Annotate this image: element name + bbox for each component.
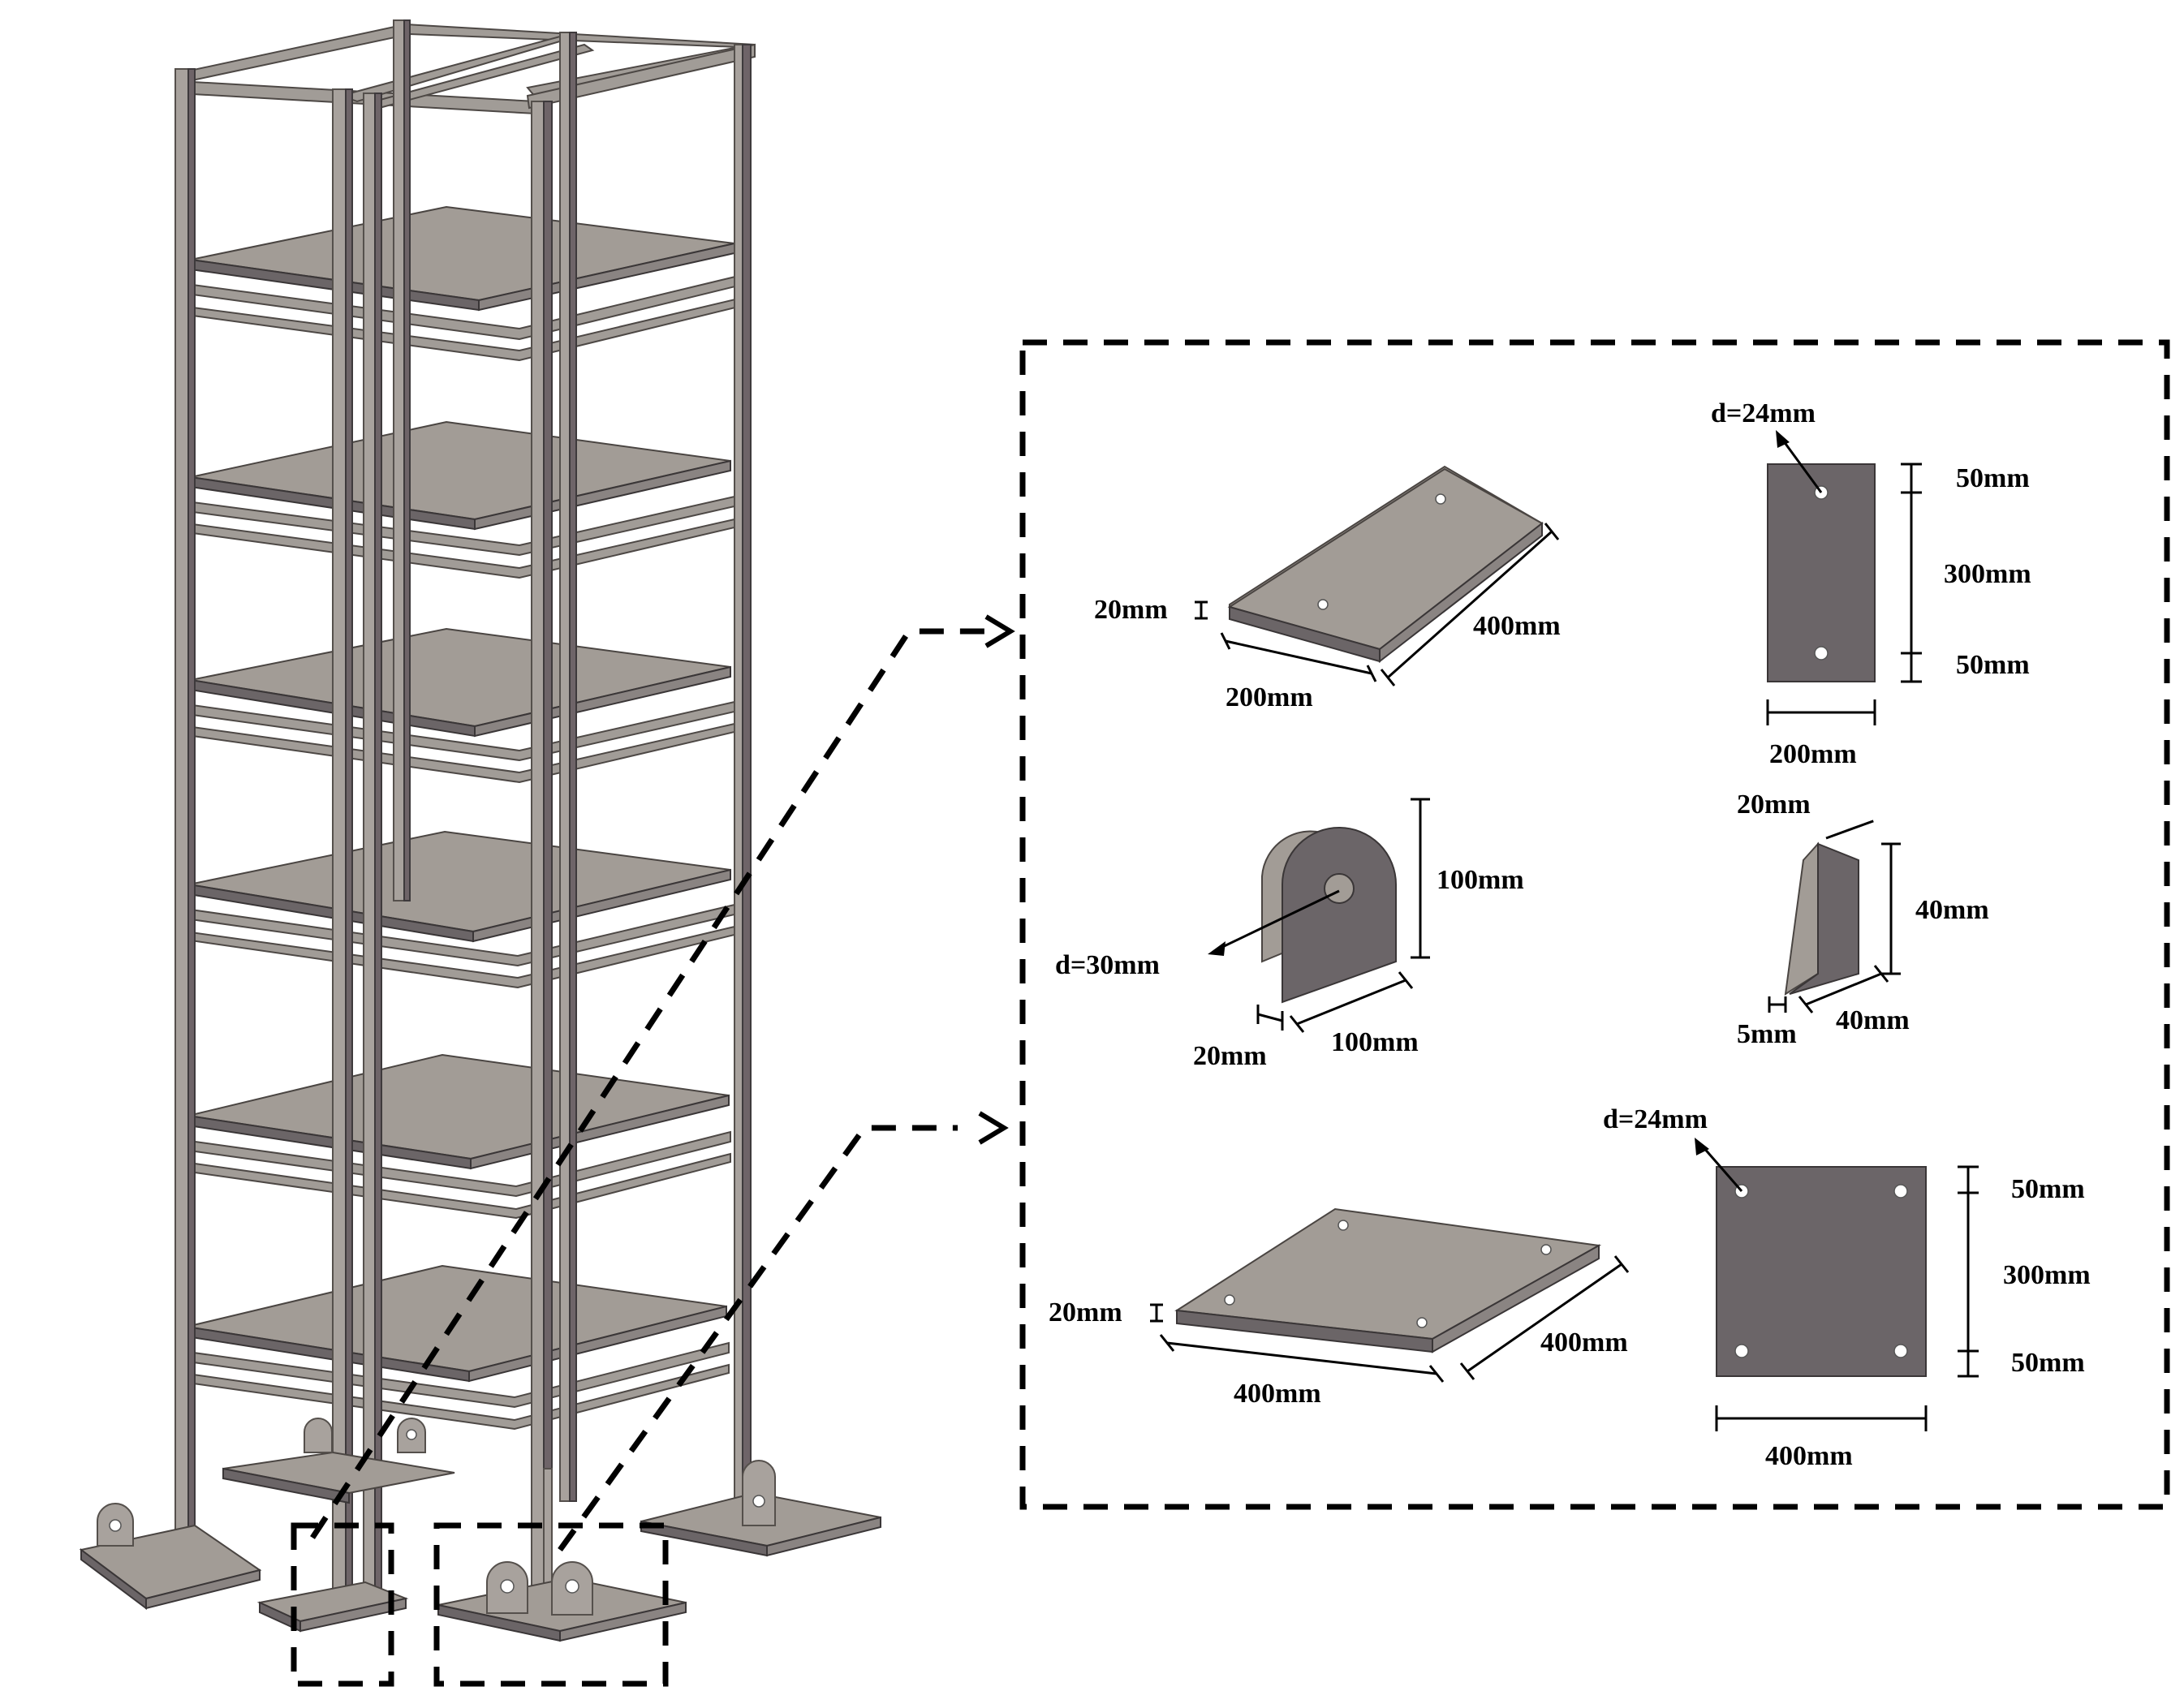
columns	[174, 19, 752, 1624]
stiffener-top-label: 20mm	[1737, 790, 1811, 820]
plate-width-label: 200mm	[1769, 739, 1857, 769]
plate-width-label: 200mm	[1226, 682, 1313, 712]
callout-leaders	[291, 339, 2170, 1687]
plate-thickness-label: 20mm	[1094, 595, 1168, 625]
steel-frame-tower	[79, 19, 881, 1642]
middle-span-label: 300mm	[1944, 559, 2031, 589]
hole-diameter-label: d=24mm	[1711, 398, 1816, 428]
lug-hole-label: d=30mm	[1055, 950, 1160, 980]
column-top-plate-plan: d=24mm 50mm 300mm 50mm 200mm	[1711, 398, 2031, 769]
roof-beams	[176, 23, 756, 115]
foundation-plates	[79, 1418, 881, 1642]
leader-upper	[310, 628, 998, 1539]
base-plan-width-label: 400mm	[1765, 1441, 1853, 1471]
component-details: 20mm 200mm 400mm d=24mm 50mm 300mm 5	[1049, 398, 2091, 1471]
stiffener-thickness-label: 5mm	[1737, 1019, 1797, 1049]
lug-width-label: 100mm	[1331, 1027, 1419, 1057]
base-width-label: 400mm	[1234, 1379, 1321, 1409]
base-edge-bottom-label: 50mm	[2011, 1348, 2085, 1378]
base-edge-top-label: 50mm	[2011, 1174, 2085, 1204]
callout-box-column-base	[291, 1522, 394, 1687]
edge-top-label: 50mm	[1956, 463, 2030, 493]
base-length-label: 400mm	[1540, 1327, 1628, 1358]
base-plate-iso: 20mm 400mm 400mm	[1049, 1207, 1630, 1409]
base-hole-label: d=24mm	[1603, 1104, 1708, 1134]
column-top-plate-iso: 20mm 200mm 400mm	[1094, 465, 1561, 712]
floor-slab-6	[190, 205, 735, 312]
lug-thickness-label: 20mm	[1193, 1041, 1267, 1071]
stiffener-base-label: 40mm	[1836, 1005, 1910, 1035]
leader-lower	[558, 1125, 958, 1552]
stiffener-height-label: 40mm	[1915, 895, 1989, 925]
detail-panel-frame	[1019, 339, 2170, 1510]
base-plate-plan: d=24mm 50mm 300mm 50mm 400mm	[1603, 1104, 2091, 1471]
edge-bottom-label: 50mm	[1956, 650, 2030, 680]
stiffener-plate: 20mm 40mm 5mm 40mm	[1737, 790, 1989, 1049]
lug-height-label: 100mm	[1437, 865, 1524, 895]
base-middle-label: 300mm	[2003, 1260, 2091, 1290]
lug-plate: d=30mm 100mm 20mm 100mm	[1055, 798, 1524, 1071]
base-thickness-label: 20mm	[1049, 1297, 1122, 1327]
plate-length-label: 400mm	[1473, 611, 1561, 641]
callout-box-foundation	[433, 1522, 669, 1687]
